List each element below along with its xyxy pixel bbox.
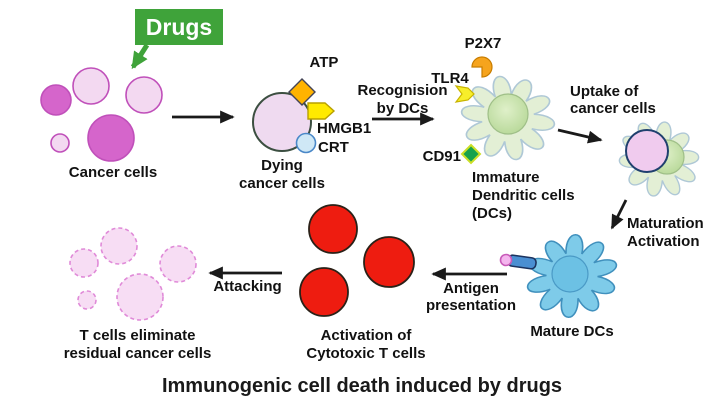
t-cell-activation-label: Activation of Cytotoxic T cells xyxy=(306,327,426,362)
antigen-tip-icon xyxy=(499,253,513,267)
cytotoxic-t-cell xyxy=(308,204,358,254)
atp-label: ATP xyxy=(309,54,339,71)
cancer-cell xyxy=(125,76,163,114)
mature-dcs-label: Mature DCs xyxy=(530,323,614,340)
uptake-dc-group xyxy=(605,107,713,211)
cancer-cell xyxy=(40,84,72,116)
residual-cancer-cells-cluster xyxy=(69,227,197,321)
cytotoxic-t-cells-cluster xyxy=(299,204,415,317)
cd91-label: CD91 xyxy=(422,148,461,165)
crt-circle-icon xyxy=(295,132,317,154)
drugs-callout: Drugs xyxy=(135,9,223,45)
cancer-cell xyxy=(72,67,110,105)
diagram-title: Immunogenic cell death induced by drugs xyxy=(161,375,563,397)
residual-cancer-cell xyxy=(69,248,99,278)
tlr4-label: TLR4 xyxy=(431,70,469,87)
dying-cell-group xyxy=(252,78,336,154)
cytotoxic-t-cell xyxy=(363,236,415,288)
p2x7-receptor-icon xyxy=(471,56,493,78)
cytotoxic-t-cell xyxy=(299,267,349,317)
residual-cancer-cell xyxy=(159,245,197,283)
engulfed-cancer-cell xyxy=(625,129,669,173)
cancer-cell xyxy=(50,133,70,153)
uptake-label: Uptake of cancer cells xyxy=(570,83,656,117)
mature-dc-nucleus xyxy=(551,255,589,293)
dying-cells-label: Dying cancer cells xyxy=(239,157,325,192)
arrow-uptake xyxy=(557,128,603,144)
mature-dc-group xyxy=(499,225,628,327)
atp-diamond-icon xyxy=(288,78,316,106)
cancer-cell xyxy=(87,114,135,162)
drugs-arrow xyxy=(130,43,150,70)
residual-cancer-cell xyxy=(77,290,97,310)
residual-cancer-cell xyxy=(100,227,138,265)
residual-cancer-cell xyxy=(116,273,164,321)
attacking-label: Attacking xyxy=(213,278,282,295)
cancer-cells-cluster xyxy=(40,67,163,162)
dying-cancer-cell xyxy=(252,92,312,152)
residual-elimination-label: T cells eliminate residual cancer cells xyxy=(63,327,212,362)
immature-dc-nucleus xyxy=(487,93,529,135)
maturation-label: Maturation Activation xyxy=(627,215,704,250)
tlr4-receptor-icon xyxy=(454,85,475,103)
crt-label: CRT xyxy=(318,139,349,156)
hmgb1-label: HMGB1 xyxy=(317,120,372,137)
cd91-receptor-icon xyxy=(460,143,482,165)
arrow-maturation xyxy=(610,199,628,230)
hmgb1-arrow-icon xyxy=(307,102,336,120)
p2x7-label: P2X7 xyxy=(464,35,502,52)
immature-dc-label: Immature Dendritic cells (DCs) xyxy=(472,169,575,222)
recognition-label: Recognision by DCs xyxy=(357,82,448,117)
cancer-cells-label: Cancer cells xyxy=(68,164,158,181)
immature-dc-group xyxy=(454,56,561,166)
antigen-presentation-label: Antigen presentation xyxy=(425,280,516,314)
drugs-label: Drugs xyxy=(145,13,213,40)
